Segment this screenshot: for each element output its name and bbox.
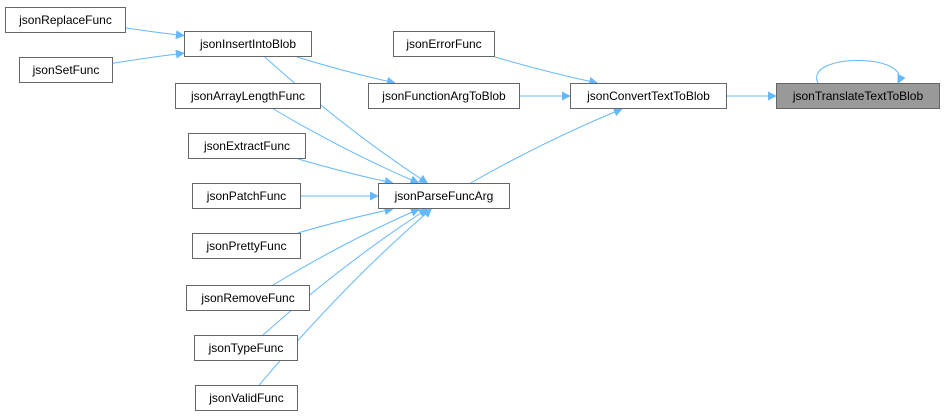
- edge-jsonReplaceFunc-to-jsonInsertIntoBlob: [125, 27, 185, 40]
- edge-jsonInsertIntoBlob-to-jsonParseFuncArg: [264, 56, 428, 184]
- node-json-set-func[interactable]: jsonSetFunc: [19, 57, 113, 83]
- node-json-error-func[interactable]: jsonErrorFunc: [393, 31, 495, 57]
- node-json-parse-func-arg[interactable]: jsonParseFuncArg: [378, 183, 510, 209]
- edge-jsonPrettyFunc-to-jsonParseFuncArg: [297, 206, 394, 234]
- node-json-translate-text-to-blob[interactable]: jsonTranslateTextToBlob: [776, 83, 940, 109]
- node-json-remove-func[interactable]: jsonRemoveFunc: [186, 285, 310, 311]
- node-json-convert-text-to-blob[interactable]: jsonConvertTextToBlob: [570, 83, 727, 109]
- edge-jsonErrorFunc-to-jsonConvertTextToBlob: [494, 56, 599, 86]
- node-json-valid-func[interactable]: jsonValidFunc: [195, 385, 298, 411]
- edge-jsonTypeFunc-to-jsonParseFuncArg: [262, 208, 428, 336]
- node-json-array-length-func[interactable]: jsonArrayLengthFunc: [175, 83, 321, 109]
- edge-jsonParseFuncArg-to-jsonConvertTextToBlob: [470, 107, 623, 184]
- edge-jsonExtractFunc-to-jsonParseFuncArg: [298, 158, 394, 186]
- node-json-extract-func[interactable]: jsonExtractFunc: [188, 133, 306, 159]
- edge-jsonRemoveFunc-to-jsonParseFuncArg: [272, 208, 420, 286]
- node-json-function-arg-to-blob[interactable]: jsonFunctionArgToBlob: [368, 83, 520, 109]
- edge-jsonSetFunc-to-jsonInsertIntoBlob: [112, 49, 185, 64]
- node-json-replace-func[interactable]: jsonReplaceFunc: [5, 7, 126, 33]
- node-json-patch-func[interactable]: jsonPatchFunc: [192, 183, 301, 209]
- edge-jsonTranslateTextToBlob-to-jsonTranslateTextToBlob: [816, 60, 906, 84]
- node-json-insert-into-blob[interactable]: jsonInsertIntoBlob: [184, 31, 312, 57]
- node-json-pretty-func[interactable]: jsonPrettyFunc: [192, 233, 301, 259]
- edge-jsonArrayLengthFunc-to-jsonParseFuncArg: [273, 108, 420, 184]
- node-json-type-func[interactable]: jsonTypeFunc: [194, 335, 298, 361]
- edge-jsonInsertIntoBlob-to-jsonFunctionArgToBlob: [296, 56, 396, 86]
